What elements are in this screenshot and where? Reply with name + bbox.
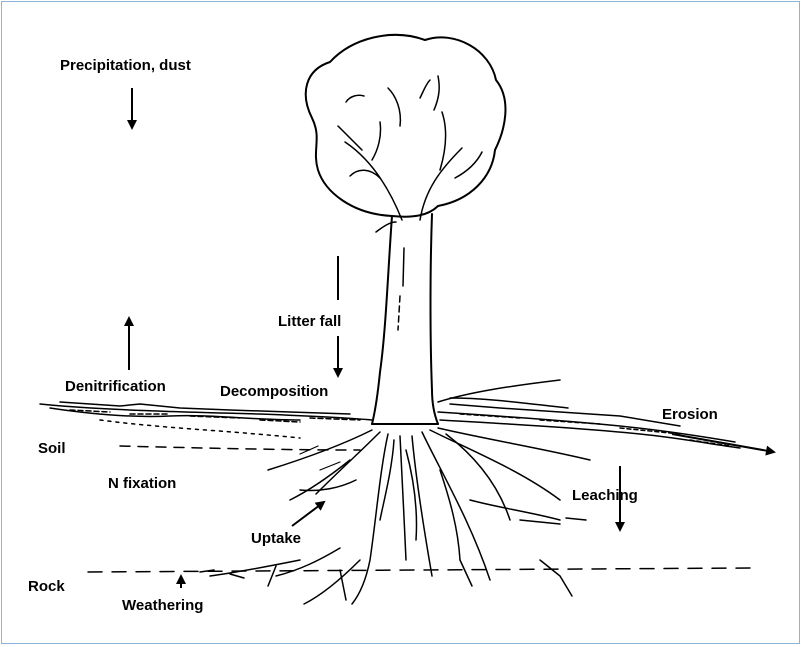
tree-trunk (372, 214, 438, 424)
label-erosion: Erosion (662, 406, 718, 423)
label-denitrification: Denitrification (65, 378, 166, 395)
tree-roots (200, 428, 590, 604)
uptake-arrow (292, 502, 324, 526)
soil-boundary-line (120, 446, 360, 450)
label-precipitation: Precipitation, dust (60, 57, 191, 74)
tree-canopy (306, 35, 506, 217)
label-uptake: Uptake (251, 530, 301, 547)
label-weathering: Weathering (122, 597, 203, 614)
label-leaching: Leaching (572, 487, 638, 504)
rock-boundary-line (88, 568, 750, 572)
label-soil: Soil (38, 440, 66, 457)
label-rock: Rock (28, 578, 65, 595)
label-n-fixation: N fixation (108, 475, 176, 492)
erosion-arrow (672, 434, 774, 452)
label-decomposition: Decomposition (220, 383, 328, 400)
label-litter-fall: Litter fall (278, 313, 341, 330)
